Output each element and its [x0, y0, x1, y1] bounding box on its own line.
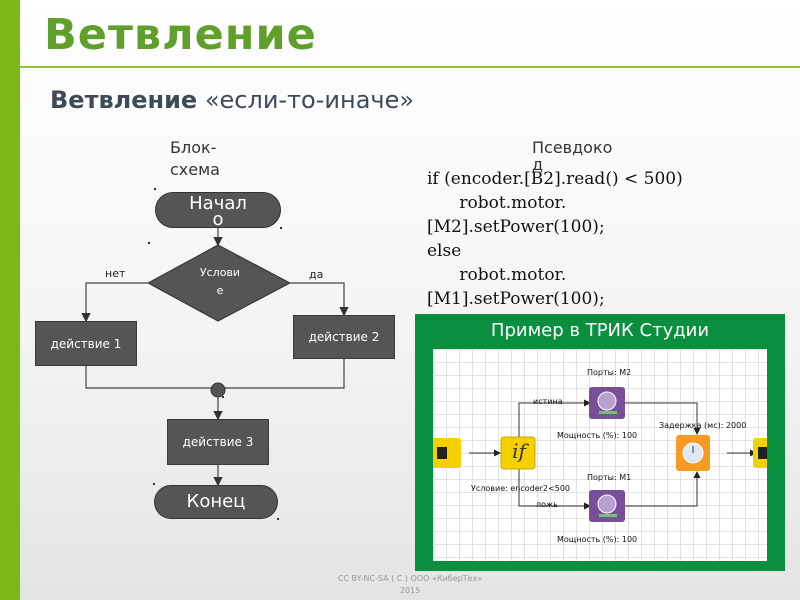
pseudocode-line: [M2].setPower(100); [427, 217, 605, 237]
condition-label: Услови е [180, 264, 260, 300]
trik-if-block [500, 436, 536, 470]
trik-condition-label: Условие: encoder2<500 [471, 484, 570, 493]
condition-label-line1: Услови [199, 266, 241, 279]
trik-example-panel: Пример в ТРИК Студии [415, 314, 785, 571]
decor-dot [280, 227, 282, 229]
flowchart-heading: Блок- схема [170, 137, 220, 181]
flowchart-heading-line1: Блок- [170, 138, 217, 157]
decor-dot [277, 518, 279, 520]
subtitle-rest: «если-то-иначе» [197, 86, 415, 114]
subtitle-bold: Ветвление [50, 86, 198, 114]
pseudocode-line: robot.motor. [427, 265, 567, 285]
license-footer: CC BY-NC-SA ( C ) ООО «КиберТех» 2015 [300, 573, 520, 597]
pseudocode-line: if (encoder.[B2].read() < 500) [427, 169, 683, 189]
end-block: Конец [154, 485, 278, 519]
pseudocode-line: robot.motor. [427, 193, 567, 213]
pseudocode-line: else [427, 241, 462, 261]
trik-delay-label: Задержка (мс): 2000 [659, 421, 747, 430]
trik-panel-title: Пример в ТРИК Студии [490, 320, 710, 341]
slide-title: Ветвление [44, 10, 317, 60]
condition-diamond [146, 244, 292, 322]
trik-diagram-canvas: if Порты: M2 истина Мощность (%): 100 За… [433, 349, 767, 561]
footer-line1: CC BY-NC-SA ( C ) ООО «КиберТех» [337, 574, 483, 583]
pseudocode-heading-line1: Псевдоко [532, 138, 613, 157]
trik-power-bottom: Мощность (%): 100 [557, 535, 638, 544]
decor-dot [148, 242, 150, 244]
slide-subtitle: Ветвление «если-то-иначе» [50, 86, 414, 114]
trik-if-glyph: if [512, 439, 526, 463]
pseudocode-block: if (encoder.[B2].read() < 500) robot.mot… [427, 167, 683, 311]
pseudocode-heading-line2: д [532, 155, 544, 174]
start-label-line1: Начал [189, 193, 247, 214]
trik-diagram-links [433, 387, 767, 522]
yes-branch-label: да [309, 268, 324, 281]
action2-block: действие 2 [293, 315, 395, 359]
pseudocode-heading: Псевдоко д [532, 137, 613, 174]
decor-dot [154, 188, 156, 190]
trik-false-label: ложь [536, 500, 558, 509]
flowchart-heading-line2: схема [170, 160, 220, 179]
trik-ports-m1: Порты: M1 [587, 473, 632, 482]
start-label-line2: о [212, 209, 224, 230]
header-divider [20, 66, 800, 68]
footer-line2: 2015 [399, 586, 421, 595]
pseudocode-line: [M1].setPower(100); [427, 289, 605, 309]
trik-ports-m2: Порты: M2 [587, 368, 632, 377]
decor-dot [222, 396, 224, 398]
action1-block: действие 1 [35, 321, 137, 366]
start-block: Начал о [155, 192, 281, 230]
condition-label-line2: е [216, 284, 224, 297]
trik-power-top: Мощность (%): 100 [557, 431, 638, 440]
trik-true-label: истина [533, 397, 563, 406]
no-branch-label: нет [105, 267, 126, 280]
decor-dot [153, 483, 155, 485]
merge-point [210, 382, 226, 398]
end-label: Конец [186, 491, 246, 512]
action3-block: действие 3 [167, 419, 269, 465]
left-accent-bar [0, 0, 20, 600]
